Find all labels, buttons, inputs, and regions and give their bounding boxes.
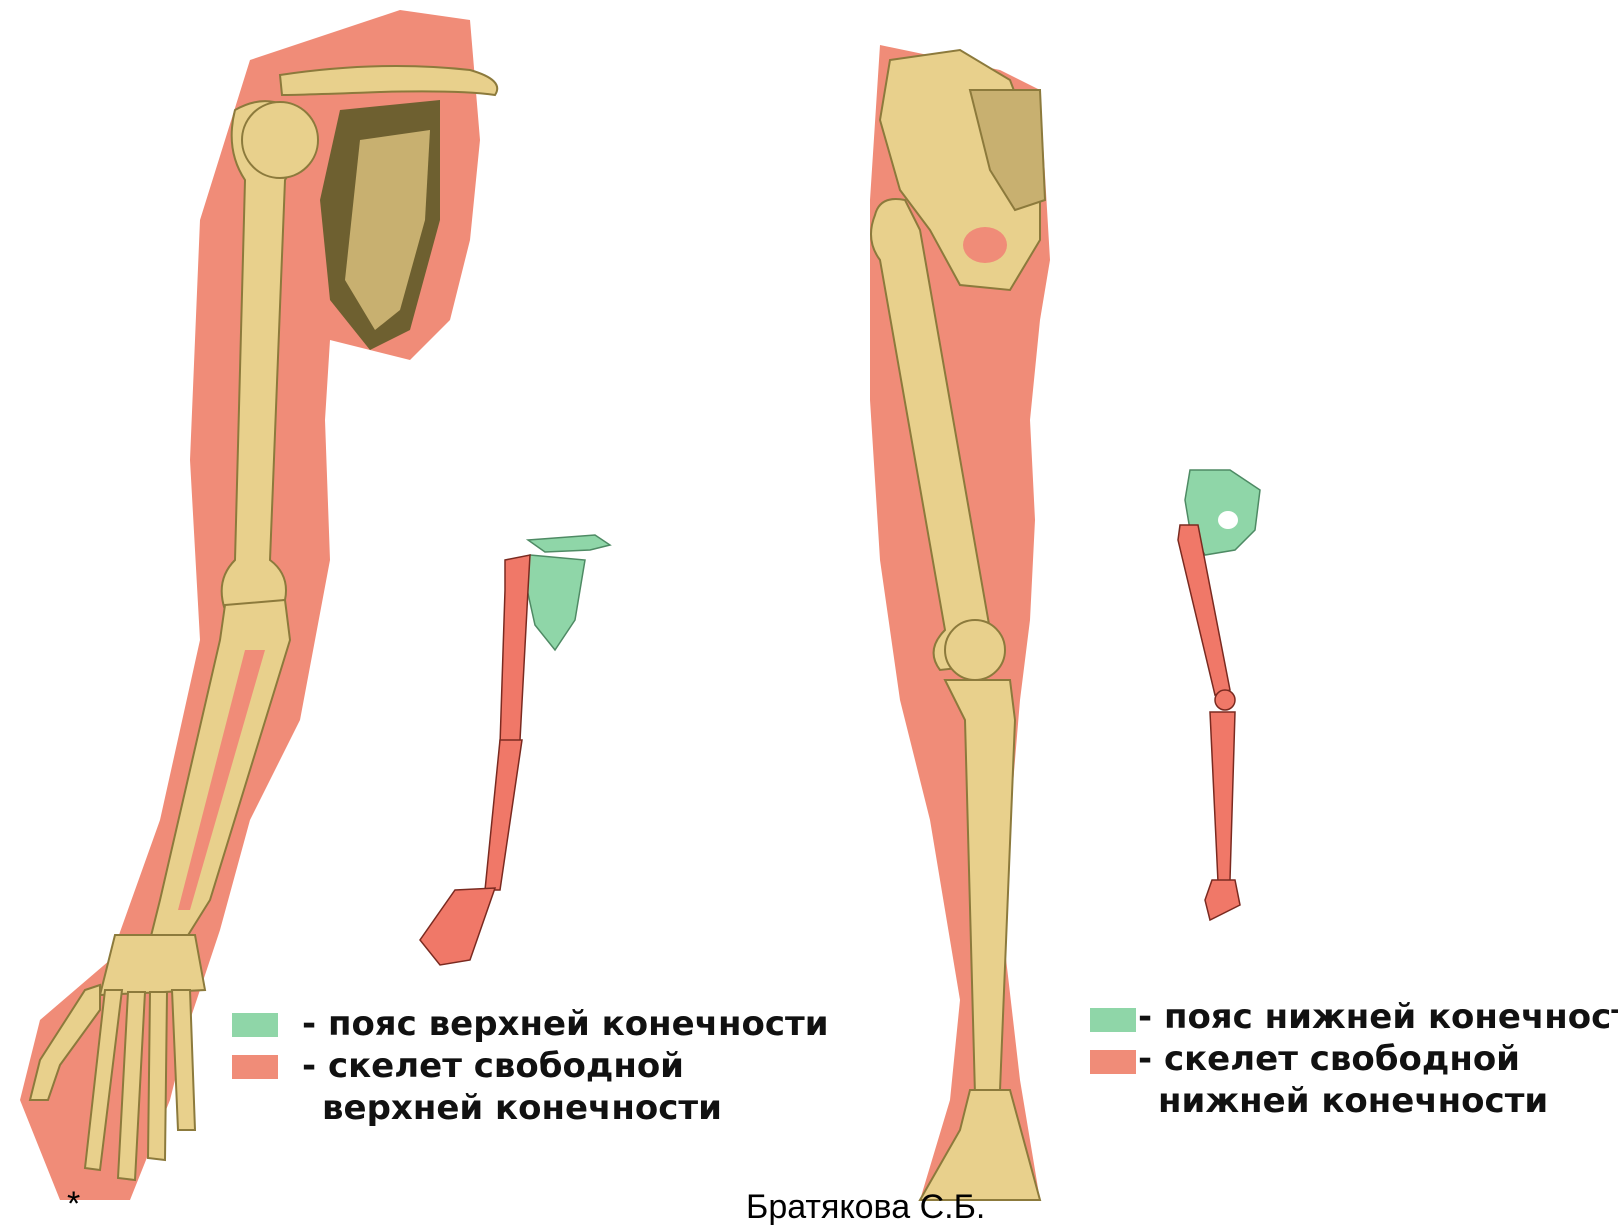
legend-swatch-red	[1090, 1050, 1136, 1074]
legend-upper-girdle-label: - пояс верхней конечности	[302, 1007, 829, 1041]
legend-lower-girdle-label: - пояс нижней конечности	[1138, 1000, 1618, 1034]
legend-swatch-green	[1090, 1008, 1136, 1032]
legend-swatch-red	[232, 1055, 278, 1079]
upper-limb-scheme	[420, 535, 610, 965]
legend-upper-free-line1: - скелет свободной	[302, 1049, 684, 1083]
patella	[945, 620, 1005, 680]
clavicle	[280, 66, 497, 95]
author-credit: Братякова С.Б.	[746, 1188, 985, 1227]
legend-lower-free-line2: нижней конечности	[1158, 1084, 1548, 1118]
footnote-asterisk: *	[67, 1185, 80, 1224]
lower-limb-scheme	[1178, 470, 1260, 920]
humeral-head	[242, 102, 318, 178]
legend-lower-free-line1: - скелет свободной	[1138, 1042, 1520, 1076]
legend-swatch-green	[232, 1013, 278, 1037]
legend-upper-free-line2: верхней конечности	[322, 1091, 722, 1125]
